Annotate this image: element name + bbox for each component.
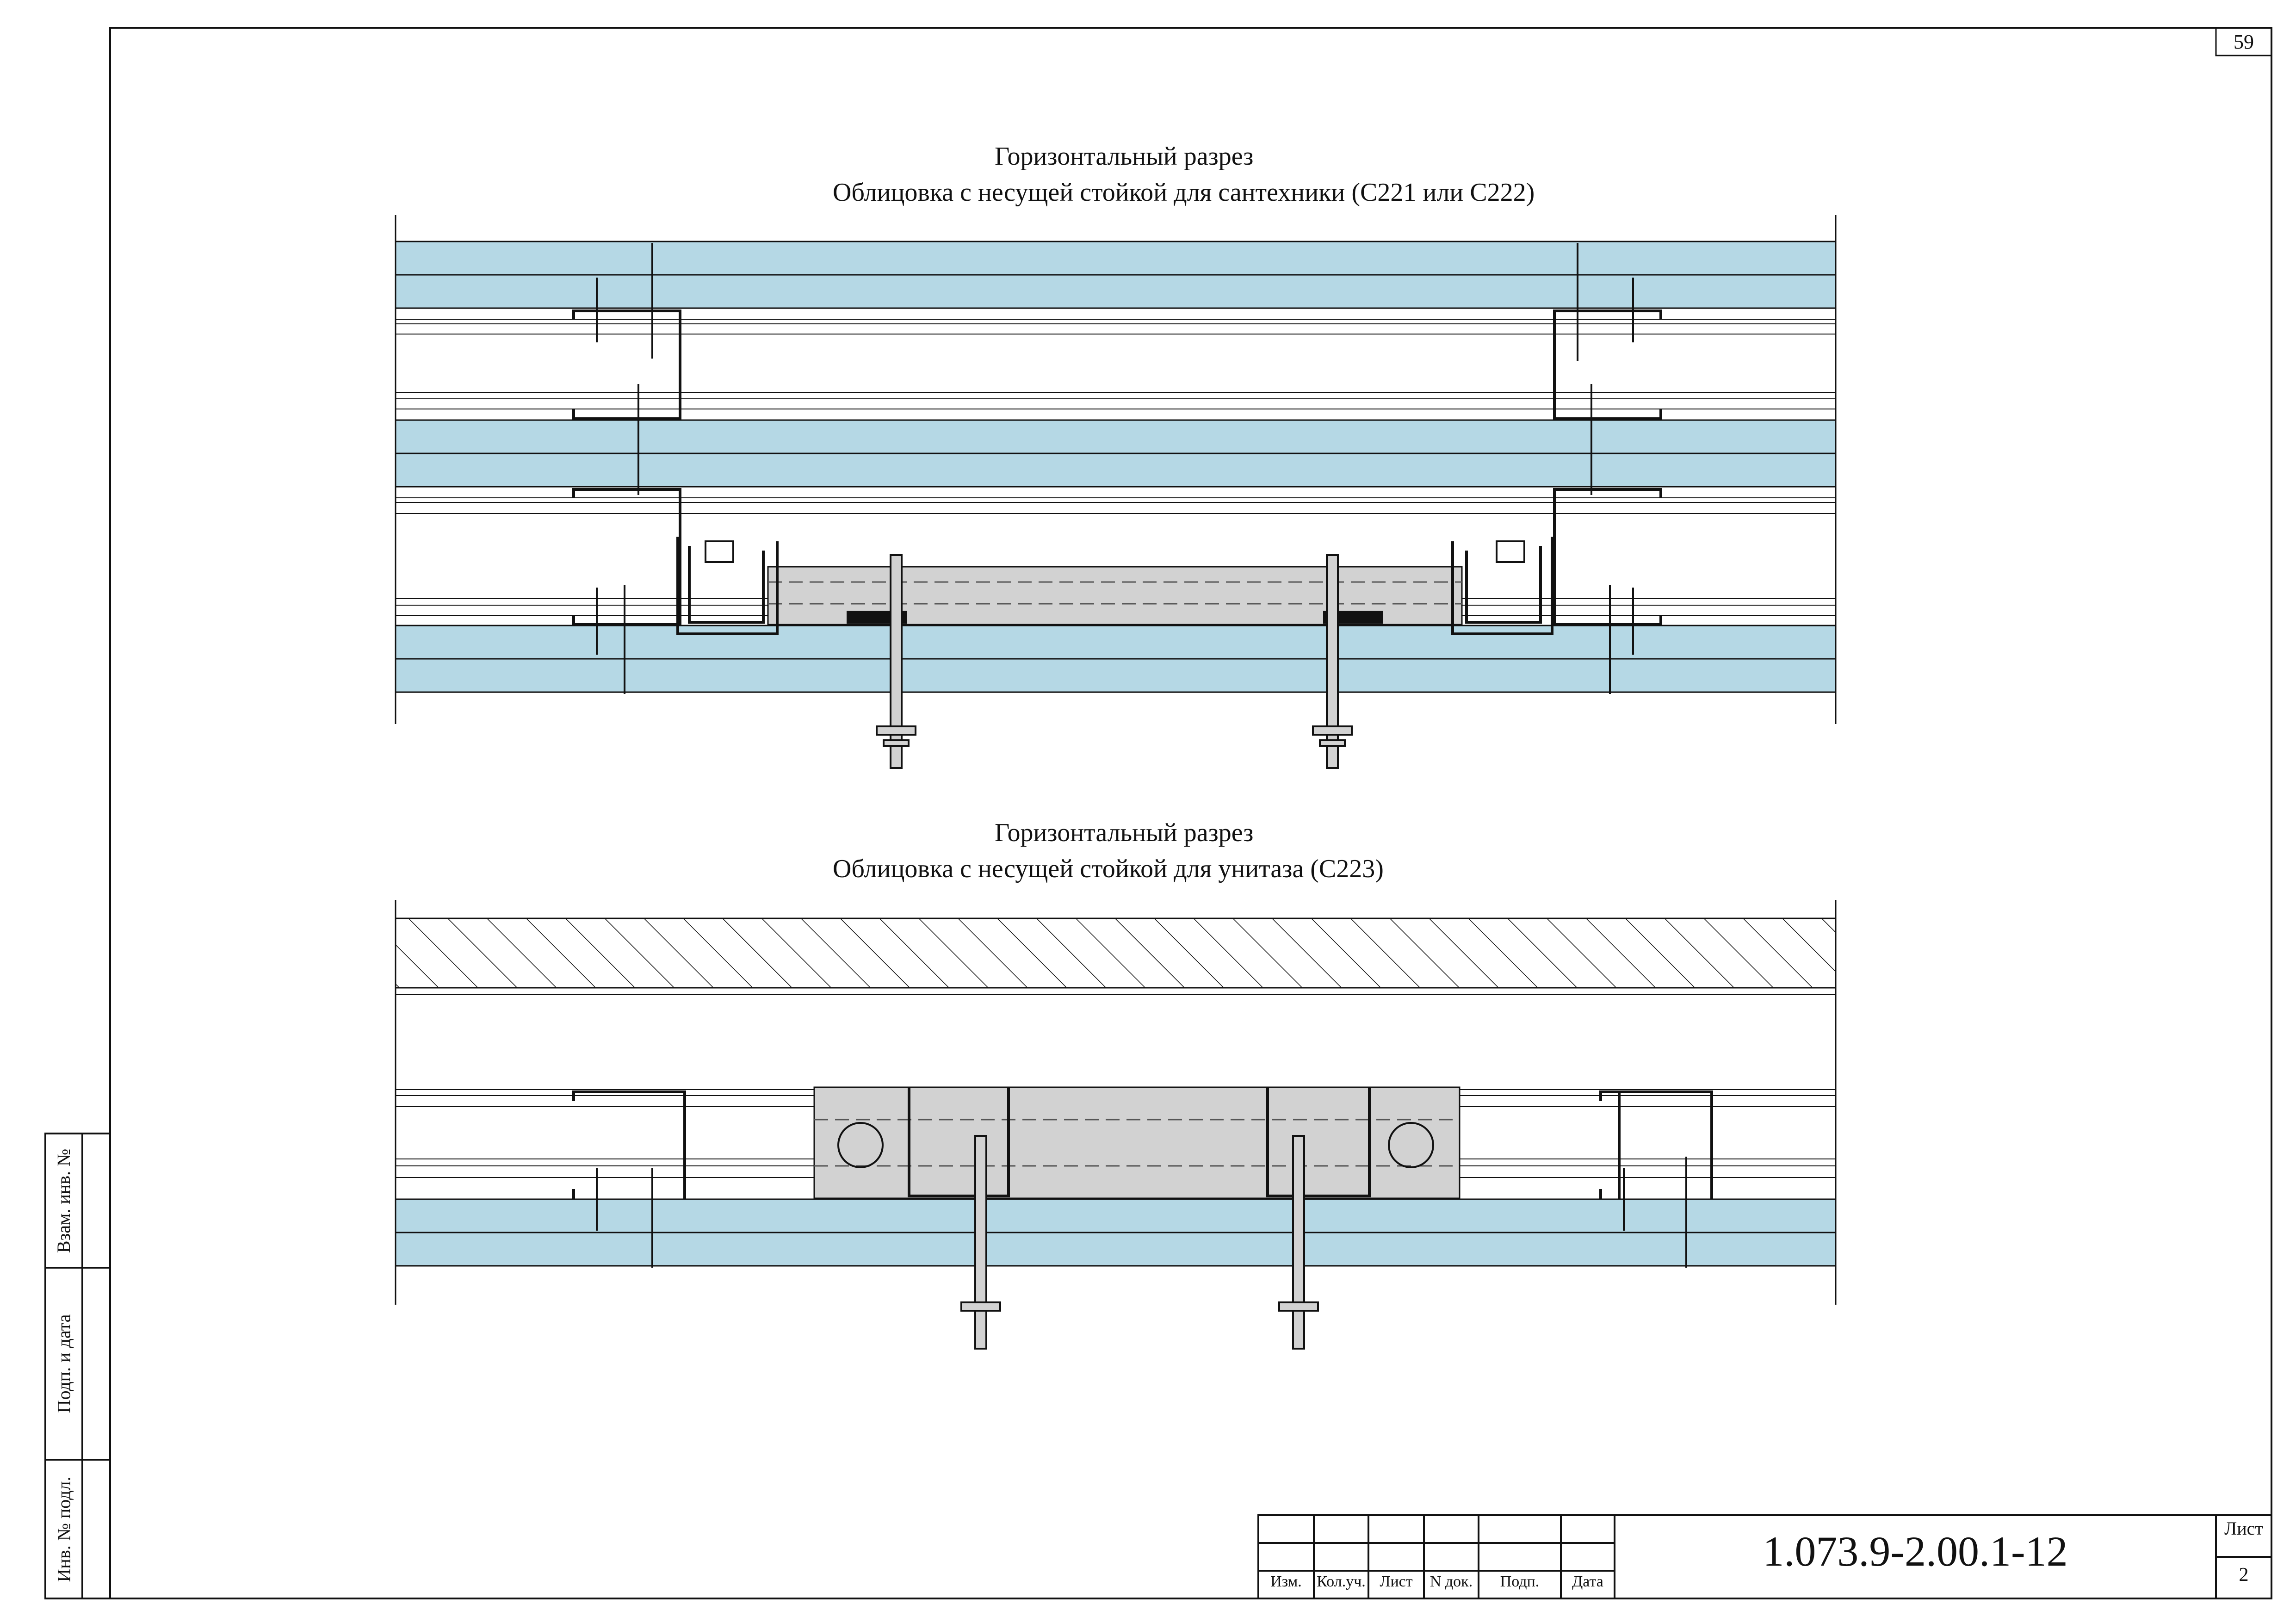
- bottom-section-subtitle: Облицовка с несущей стойкой для унитаза …: [833, 851, 1758, 886]
- bottom-section-drawing: [395, 900, 1837, 1350]
- top-section-drawing: [395, 215, 1837, 769]
- side-stamp: [44, 1133, 111, 1599]
- bottom-title-line1: Горизонтальный разрез: [995, 818, 1254, 847]
- page-number-box: [2215, 27, 2272, 56]
- bolt-head: [1388, 1122, 1434, 1168]
- masonry-wall: [395, 917, 1837, 989]
- tb-header-docno: N док.: [1430, 1573, 1473, 1590]
- gypsum-board: [395, 1198, 1837, 1233]
- bottom-title-line2: Облицовка с несущей стойкой для унитаза …: [833, 855, 1384, 883]
- sheet-number: 2: [2239, 1564, 2249, 1586]
- wc-frame: [813, 1086, 1461, 1199]
- gypsum-board: [395, 274, 1837, 309]
- gypsum-board: [395, 625, 1837, 660]
- tb-header-qty: Кол.уч.: [1317, 1573, 1366, 1590]
- side-stamp-replace-inv: Взам. инв. №: [53, 1148, 74, 1253]
- top-title-line2: Облицовка с несущей стойкой для сантехни…: [833, 178, 1535, 207]
- sheet-frame: [109, 27, 2272, 1599]
- title-block-grid: [1257, 1514, 2272, 1599]
- top-section-title: Горизонтальный разрез: [995, 139, 1735, 174]
- top-title-line1: Горизонтальный разрез: [995, 142, 1254, 171]
- gypsum-board: [395, 1232, 1837, 1267]
- gypsum-board: [395, 419, 1837, 454]
- clamp-block: [705, 540, 734, 563]
- sheet-label: Лист: [2224, 1518, 2263, 1539]
- gypsum-board: [395, 452, 1837, 488]
- gypsum-board: [395, 241, 1837, 276]
- clamp-block: [1496, 540, 1525, 563]
- top-section-subtitle: Облицовка с несущей стойкой для сантехни…: [833, 175, 1758, 210]
- document-code: 1.073.9-2.00.1-12: [1763, 1528, 2068, 1575]
- tb-header-sign: Подп.: [1500, 1573, 1540, 1590]
- bottom-section-title: Горизонтальный разрез: [995, 815, 1735, 850]
- tb-header-change: Изм.: [1270, 1573, 1302, 1590]
- tb-header-date: Дата: [1572, 1573, 1603, 1590]
- gypsum-board: [395, 658, 1837, 693]
- side-stamp-orig-inv: Инв. № подл.: [53, 1476, 74, 1582]
- tb-header-sheet: Лист: [1380, 1573, 1413, 1590]
- bolt-head: [837, 1122, 884, 1168]
- page-number: 59: [2234, 31, 2254, 53]
- side-stamp-sign-date: Подп. и дата: [53, 1314, 74, 1413]
